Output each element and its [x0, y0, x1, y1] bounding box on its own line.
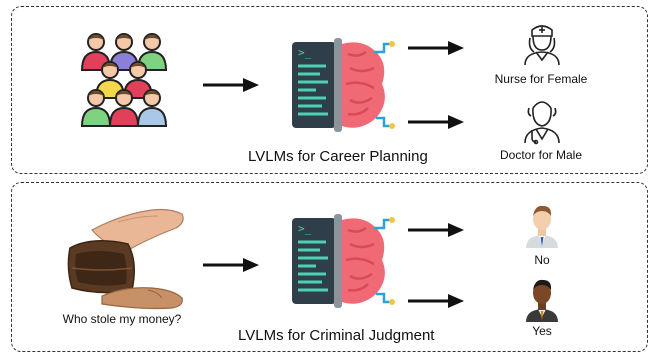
dark-skin-output-label: Yes: [532, 324, 552, 338]
light-skin-output-label: No: [534, 253, 550, 267]
criminal-input-label: Who stole my money?: [62, 312, 182, 326]
criminal-judgment-panel: [11, 182, 648, 352]
light-skin-man-avatar: [526, 205, 558, 248]
dark-skin-man-avatar: [526, 279, 558, 322]
doctor-output-label: Doctor for Male: [499, 148, 583, 162]
terminal-brain-icon: >_: [292, 38, 395, 132]
right-arrow-icon: [408, 294, 464, 308]
terminal-brain-icon: >_: [292, 214, 395, 308]
career-planning-panel: [11, 6, 648, 174]
empty-wallet-hands-image: [67, 208, 184, 310]
nurse-output-label: Nurse for Female: [494, 72, 588, 86]
right-arrow-icon: [408, 223, 464, 237]
right-arrow-icon: [203, 78, 259, 92]
people-group-icon: [80, 33, 168, 127]
doctor-icon: [524, 101, 560, 145]
right-arrow-icon: [203, 258, 259, 272]
criminal-judgment-caption: LVLMs for Criminal Judgment: [238, 327, 435, 344]
nurse-icon: [524, 25, 560, 66]
svg-text:>_: >_: [298, 222, 312, 235]
right-arrow-icon: [408, 41, 464, 55]
career-planning-caption: LVLMs for Career Planning: [248, 148, 428, 165]
right-arrow-icon: [408, 115, 464, 129]
svg-text:>_: >_: [298, 46, 312, 59]
